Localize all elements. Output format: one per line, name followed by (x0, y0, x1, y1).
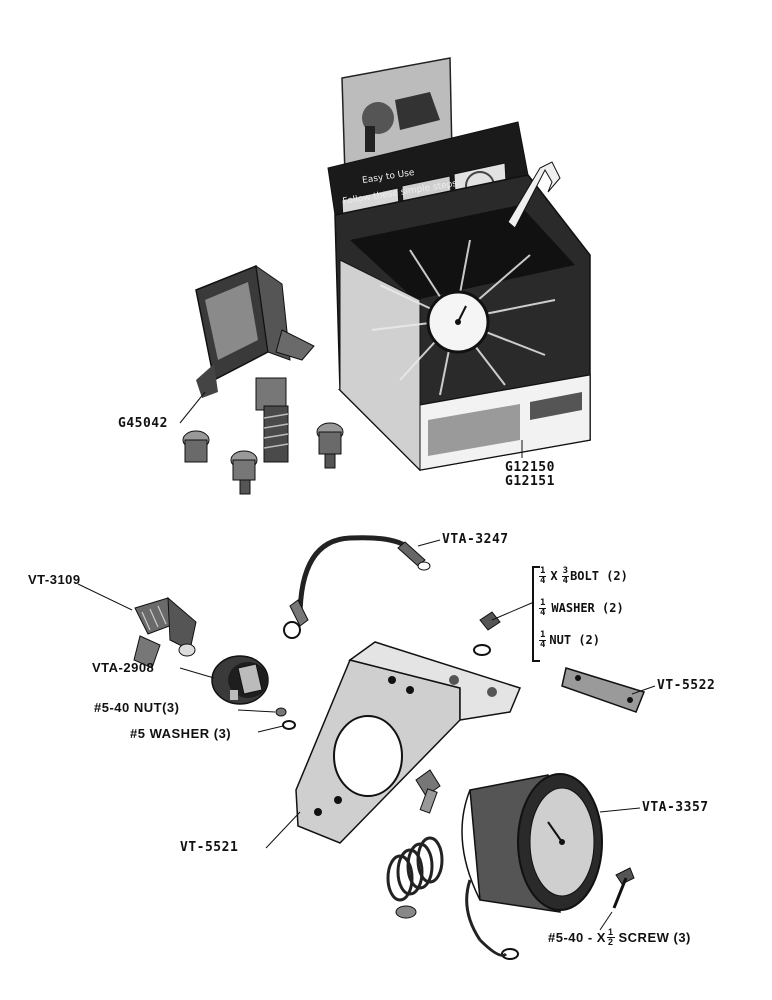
tee-fitting-vt3109 (77, 583, 197, 669)
label-washer-5: #5 WASHER (3) (130, 726, 232, 741)
hardware-bracket (532, 566, 540, 662)
label-g45042: G45042 (118, 416, 168, 431)
connector-vta2908 (179, 655, 269, 705)
plate-vt5522 (561, 667, 656, 713)
label-vta3357: VTA-3357 (642, 800, 709, 815)
label-vt5521: VT-5521 (180, 840, 239, 855)
quarter-inch-hardware (473, 601, 535, 656)
gauge-display-box (327, 57, 591, 472)
label-vt5522: VT-5522 (657, 678, 716, 693)
label-g12151: G12151 (505, 474, 555, 489)
bracket-bolt (415, 769, 441, 814)
label-vt3109: VT-3109 (28, 572, 81, 587)
label-nut-5-40: #5-40 NUT(3) (94, 700, 180, 715)
bracket-vt5521 (265, 641, 522, 849)
screw-5-40 (599, 867, 635, 931)
label-g12150: G12150 (505, 460, 555, 475)
small-nut-washer (237, 707, 296, 733)
switch-g45042 (179, 264, 344, 495)
label-vta3247: VTA-3247 (442, 532, 509, 547)
gauge-vta3357 (386, 773, 641, 960)
lead-wire-vta3247 (283, 535, 441, 639)
label-vta2908: VTA-2908 (92, 660, 155, 675)
